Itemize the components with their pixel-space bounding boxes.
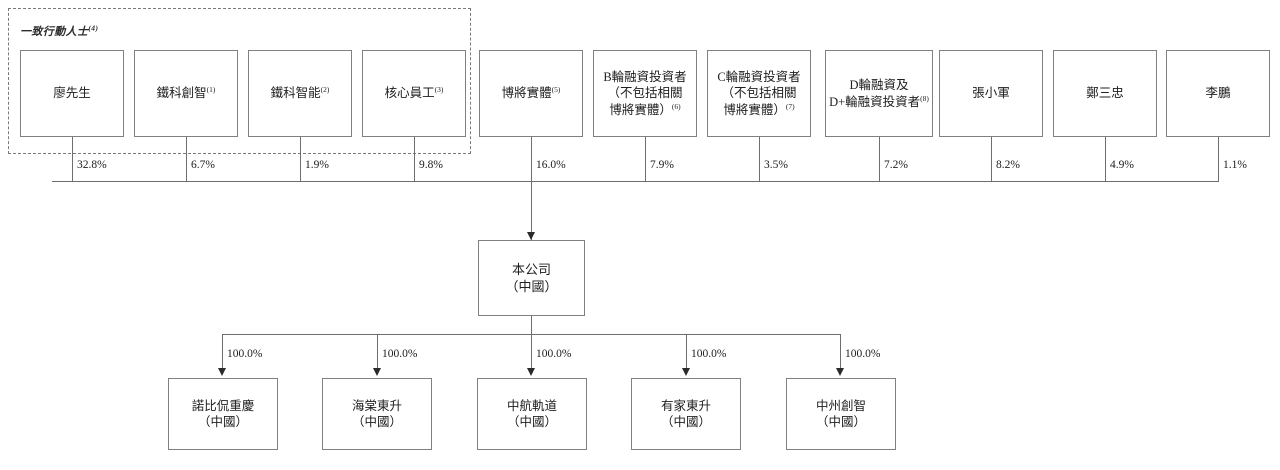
connector-shareholder-4 [531, 137, 532, 181]
shareholder-name: 鐵科創智 [156, 86, 207, 101]
arrow-to-company-icon [527, 232, 535, 240]
concert-party-label-superscript: (4) [88, 23, 99, 33]
shareholder-name: 核心員工 [384, 86, 435, 101]
shareholder-box-core-employees[interactable]: 核心員工(3) [362, 50, 466, 137]
connector-shareholder-8 [991, 137, 992, 181]
shareholder-box-series-d-investors[interactable]: D輪融資及 D+輪融資投資者(8) [825, 50, 933, 137]
connector-shareholder-1 [186, 137, 187, 181]
connector-shareholder-9 [1105, 137, 1106, 181]
ownership-percent-subsidiary-4: 100.0% [845, 348, 881, 360]
footnote-marker: (8) [920, 93, 929, 103]
subsidiary-name: 有家東升 [660, 398, 711, 413]
shareholder-box-liao[interactable]: 廖先生 [20, 50, 124, 137]
subsidiary-jurisdiction: （中國） [506, 415, 557, 429]
shareholder-box-zhang-xiaojun[interactable]: 張小軍 [939, 50, 1043, 137]
ownership-percent-series-d: 7.2% [884, 159, 908, 171]
shareholder-name-line2: D+輪融資投資者 [829, 94, 921, 109]
shareholder-name: 張小軍 [972, 86, 1010, 101]
ownership-percent-li-peng: 1.1% [1223, 159, 1247, 171]
subsidiary-box-haitang-dongsheng[interactable]: 海棠東升 （中國） [322, 378, 432, 450]
shareholder-box-bojiang-entities[interactable]: 博將實體(5) [479, 50, 583, 137]
company-name: 本公司 [511, 261, 551, 277]
shareholder-name-line3: 博將實體） [723, 102, 786, 117]
subsidiary-jurisdiction: （中國） [815, 415, 866, 429]
footnote-marker: (5) [551, 85, 561, 95]
connector-subsidiary-1 [377, 334, 378, 368]
shareholder-name-line2: （不包括相關 [607, 86, 683, 101]
shareholder-box-zheng-sanzhong[interactable]: 鄭三忠 [1053, 50, 1157, 137]
concert-party-label: 一致行動人士(4) [20, 23, 99, 38]
shareholder-name: 鐵科智能 [270, 86, 321, 101]
ownership-percent-subsidiary-1: 100.0% [382, 348, 418, 360]
shareholder-name: D輪融資及 [849, 78, 909, 92]
connector-company-to-bus [531, 316, 532, 334]
ownership-percent-zhang-xiaojun: 8.2% [996, 159, 1020, 171]
shareholder-box-li-peng[interactable]: 李鵬 [1166, 50, 1270, 137]
shareholder-box-tieke-chuangzhi[interactable]: 鐵科創智(1) [134, 50, 238, 137]
arrow-to-subsidiary-3-icon [682, 368, 690, 376]
ownership-percent-series-b: 7.9% [650, 159, 674, 171]
shareholder-box-series-b-investors[interactable]: B輪融資投資者 （不包括相關 博將實體）(6) [593, 50, 697, 137]
footnote-marker: (6) [671, 101, 681, 111]
subsidiary-name: 海棠東升 [351, 398, 402, 413]
subsidiary-jurisdiction: （中國） [660, 415, 711, 429]
connector-subsidiary-4 [840, 334, 841, 368]
ownership-percent-liao: 32.8% [77, 159, 107, 171]
subsidiary-box-nuobikan-chongqing[interactable]: 諾比侃重慶 （中國） [168, 378, 278, 450]
subsidiary-box-zhongzhou-chuangzhi[interactable]: 中州創智 （中國） [786, 378, 896, 450]
company-jurisdiction: （中國） [505, 279, 558, 294]
arrow-to-subsidiary-4-icon [836, 368, 844, 376]
connector-subsidiary-2 [531, 334, 532, 368]
connector-subsidiary-3 [686, 334, 687, 368]
ownership-percent-core-employees: 9.8% [419, 159, 443, 171]
shareholder-box-series-c-investors[interactable]: C輪融資投資者 （不包括相關 博將實體）(7) [707, 50, 811, 137]
ownership-percent-tieke-zhineng: 1.9% [305, 159, 329, 171]
shareholder-name: C輪融資投資者 [717, 69, 801, 84]
ownership-percent-subsidiary-0: 100.0% [227, 348, 263, 360]
subsidiary-jurisdiction: （中國） [351, 415, 402, 429]
shareholder-name: 鄭三忠 [1086, 86, 1124, 101]
ownership-percent-zheng-sanzhong: 4.9% [1110, 159, 1134, 171]
arrow-to-subsidiary-2-icon [527, 368, 535, 376]
connector-shareholder-3 [414, 137, 415, 181]
connector-subsidiary-0 [222, 334, 223, 368]
subsidiary-jurisdiction: （中國） [197, 415, 248, 429]
connector-shareholder-10 [1218, 137, 1219, 181]
connector-shareholder-5 [645, 137, 646, 181]
shareholder-name-line3: 博將實體） [609, 102, 672, 117]
shareholder-name: B輪融資投資者 [603, 69, 687, 84]
ownership-percent-subsidiary-2: 100.0% [536, 348, 572, 360]
shareholder-name: 廖先生 [53, 86, 91, 101]
shareholder-box-tieke-zhineng[interactable]: 鐵科智能(2) [248, 50, 352, 137]
ownership-percent-series-c: 3.5% [764, 159, 788, 171]
subsidiary-name: 諾比侃重慶 [191, 398, 255, 413]
concert-party-frame [8, 8, 471, 154]
connector-shareholder-6 [759, 137, 760, 181]
connector-shareholder-7 [879, 137, 880, 181]
connector-shareholder-2 [300, 137, 301, 181]
footnote-marker: (3) [434, 85, 444, 95]
ownership-percent-bojiang-entities: 16.0% [536, 159, 566, 171]
ownership-percent-subsidiary-3: 100.0% [691, 348, 727, 360]
subsidiary-name: 中航軌道 [506, 398, 557, 413]
connector-bus-to-company [531, 181, 532, 240]
subsidiary-box-zhonghang-guidao[interactable]: 中航軌道 （中國） [477, 378, 587, 450]
shareholder-name-line2: （不包括相關 [721, 86, 797, 101]
arrow-to-subsidiary-0-icon [218, 368, 226, 376]
footnote-marker: (1) [206, 85, 216, 95]
arrow-to-subsidiary-1-icon [373, 368, 381, 376]
ownership-percent-tieke-chuangzhi: 6.7% [191, 159, 215, 171]
connector-shareholder-0 [72, 137, 73, 181]
shareholder-name: 李鵬 [1205, 86, 1231, 101]
shareholder-name: 博將實體 [501, 86, 552, 101]
subsidiary-box-youjia-dongsheng[interactable]: 有家東升 （中國） [631, 378, 741, 450]
footnote-marker: (7) [785, 101, 795, 111]
subsidiary-name: 中州創智 [815, 398, 866, 413]
footnote-marker: (2) [320, 85, 330, 95]
company-box[interactable]: 本公司 （中國） [478, 240, 585, 316]
shareholder-bus-line [52, 181, 1219, 182]
